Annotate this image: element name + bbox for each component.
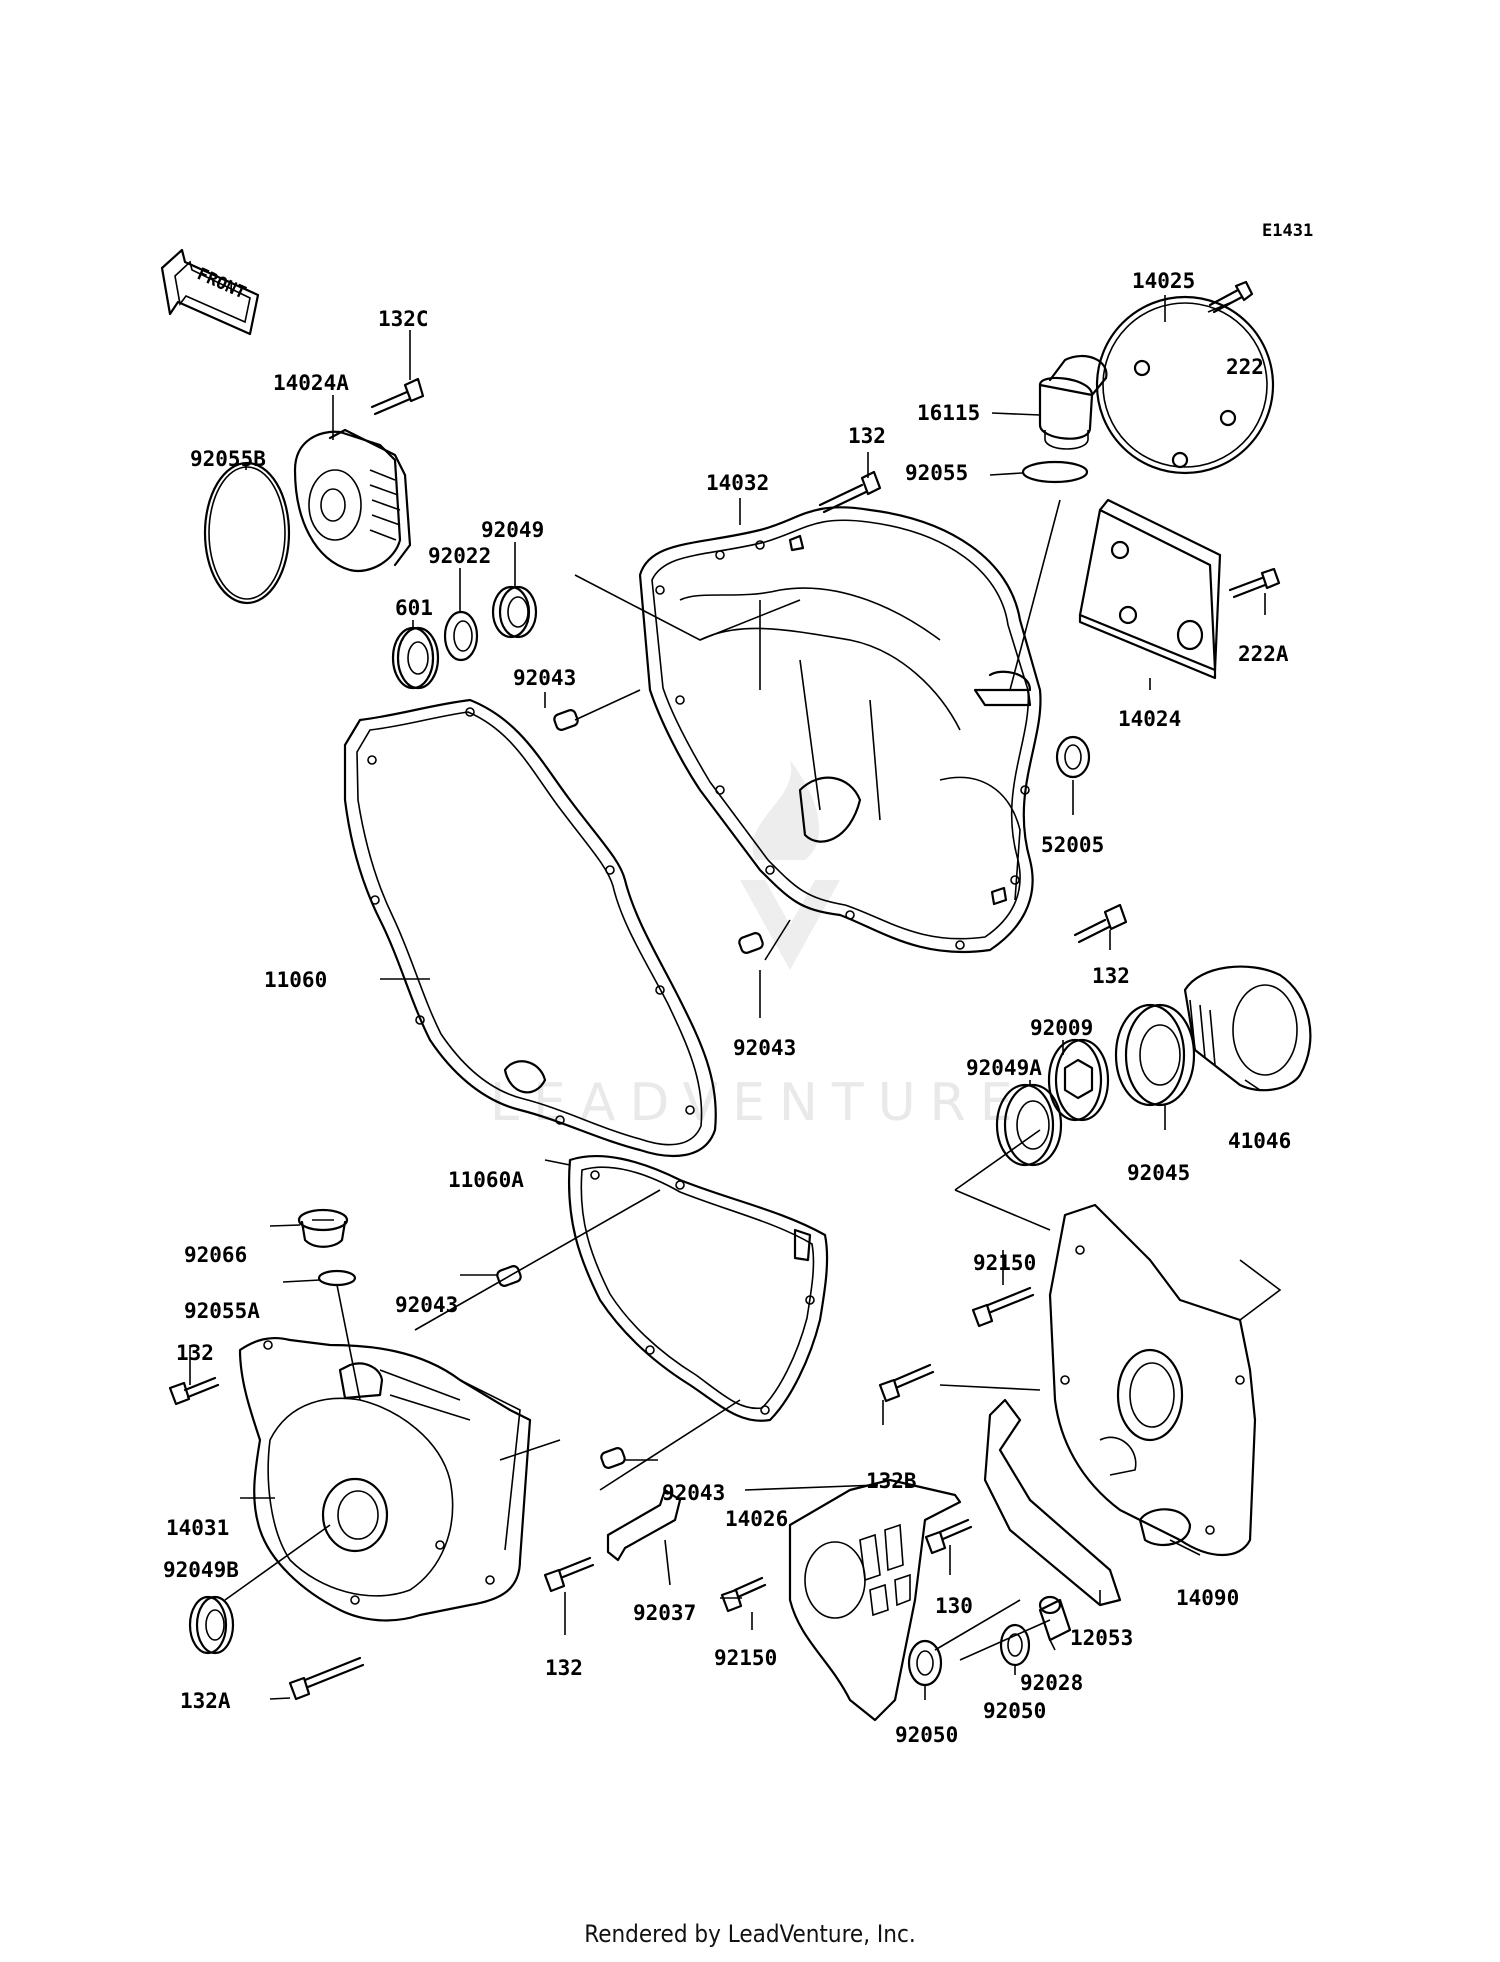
label-92028: 92028 — [1020, 1671, 1083, 1695]
part-130-bolt — [924, 1518, 973, 1555]
label-12053: 12053 — [1070, 1626, 1133, 1650]
part-92043-dowel-c — [496, 1265, 522, 1287]
part-11060A-gasket — [567, 1154, 829, 1422]
label-92066: 92066 — [184, 1243, 247, 1267]
part-132-bolt-bot — [543, 1556, 595, 1593]
part-41046-housing — [1183, 965, 1312, 1092]
front-arrow-label: FRONT — [194, 264, 249, 303]
label-132A: 132A — [180, 1689, 231, 1713]
label-222A: 222A — [1238, 642, 1289, 666]
part-14025-cover — [1095, 295, 1275, 475]
label-41046: 41046 — [1228, 1129, 1291, 1153]
part-12053-plate — [983, 1398, 1122, 1607]
part-92022-washer — [443, 610, 479, 662]
label-601: 601 — [395, 596, 433, 620]
label-132-mid: 132 — [1092, 964, 1130, 988]
part-222A-screw — [1228, 567, 1281, 599]
label-92022: 92022 — [428, 544, 491, 568]
label-132-bot: 132 — [545, 1656, 583, 1680]
part-92009-collar — [1047, 1038, 1110, 1122]
label-92043-b: 92043 — [733, 1036, 796, 1060]
part-92055B-oring — [203, 461, 291, 605]
part-14024-bracket — [1078, 498, 1222, 680]
label-14031: 14031 — [166, 1516, 229, 1540]
part-92150-bolt-bot — [720, 1576, 767, 1613]
label-92150-a: 92150 — [973, 1251, 1036, 1275]
label-14024A: 14024A — [273, 371, 349, 395]
label-92050-a: 92050 — [983, 1699, 1046, 1723]
part-92043-dowel-b — [738, 932, 764, 954]
part-labels: 14025 222 16115 92055 132 14032 132C 140… — [163, 269, 1291, 1747]
part-14031-cover — [238, 1336, 532, 1622]
label-92049B: 92049B — [163, 1558, 239, 1582]
label-92045: 92045 — [1127, 1161, 1190, 1185]
part-92043-dowel-d — [600, 1447, 626, 1469]
label-92049: 92049 — [481, 518, 544, 542]
part-92055-oring — [1021, 460, 1089, 484]
part-132-bolt-top — [818, 470, 882, 514]
label-132-top: 132 — [848, 424, 886, 448]
label-92037: 92037 — [633, 1601, 696, 1625]
label-11060: 11060 — [264, 968, 327, 992]
label-132C: 132C — [378, 307, 429, 331]
label-92043-d: 92043 — [662, 1481, 725, 1505]
label-92055A: 92055A — [184, 1299, 260, 1323]
part-92066-plug — [297, 1208, 349, 1248]
part-92055A-oring — [317, 1269, 357, 1287]
part-16115-cap — [1038, 355, 1108, 450]
part-92043-dowel-a — [553, 709, 579, 731]
part-14024A-cover — [293, 428, 412, 573]
label-92055B: 92055B — [190, 447, 266, 471]
part-132-bolt-mid — [1073, 903, 1128, 944]
label-14032: 14032 — [706, 471, 769, 495]
part-92049A-seal — [995, 1083, 1063, 1167]
diagram-code: E1431 — [1262, 221, 1313, 241]
label-11060A: 11060A — [448, 1168, 524, 1192]
label-130: 130 — [935, 1594, 973, 1618]
label-132B: 132B — [866, 1469, 917, 1493]
label-52005: 52005 — [1041, 833, 1104, 857]
label-222: 222 — [1226, 355, 1264, 379]
label-92043-c: 92043 — [395, 1293, 458, 1317]
part-601-bearing — [391, 626, 440, 690]
label-92055: 92055 — [905, 461, 968, 485]
part-14026-guard — [788, 1478, 962, 1722]
label-92043-a: 92043 — [513, 666, 576, 690]
part-132-bolt-left — [168, 1376, 220, 1406]
part-92037-bracket — [606, 1488, 682, 1562]
part-92049-seal — [491, 585, 538, 639]
part-14090-cover — [1048, 1203, 1257, 1557]
part-132B-bolt — [878, 1363, 935, 1403]
part-52005-seal — [1055, 735, 1091, 779]
part-132A-bolt — [288, 1656, 365, 1701]
watermark-logo — [740, 760, 840, 970]
leader-lines — [189, 295, 1282, 1700]
label-92150-b: 92150 — [714, 1646, 777, 1670]
part-92028-spacer — [1038, 1595, 1072, 1642]
part-132C-bolt — [370, 377, 425, 416]
part-222-screw — [1208, 280, 1254, 314]
part-92049B-seal — [188, 1595, 235, 1655]
label-16115: 16115 — [917, 401, 980, 425]
label-14025: 14025 — [1132, 269, 1195, 293]
footer-credit: Rendered by LeadVenture, Inc. — [584, 1920, 916, 1948]
label-132-left: 132 — [176, 1341, 214, 1365]
watermark-text: LEADVENTURE — [490, 1073, 1027, 1133]
part-92150-bolt-top — [971, 1286, 1035, 1328]
front-arrow-icon: FRONT — [160, 248, 260, 336]
label-14024: 14024 — [1118, 707, 1181, 731]
label-92009: 92009 — [1030, 1016, 1093, 1040]
label-92049A: 92049A — [966, 1056, 1042, 1080]
part-14032-clutch-cover — [638, 506, 1042, 954]
part-92045-bearing — [1114, 1003, 1196, 1107]
label-92050-b: 92050 — [895, 1723, 958, 1747]
part-92050-washer-a — [907, 1639, 943, 1687]
label-14026: 14026 — [725, 1507, 788, 1531]
label-14090: 14090 — [1176, 1586, 1239, 1610]
